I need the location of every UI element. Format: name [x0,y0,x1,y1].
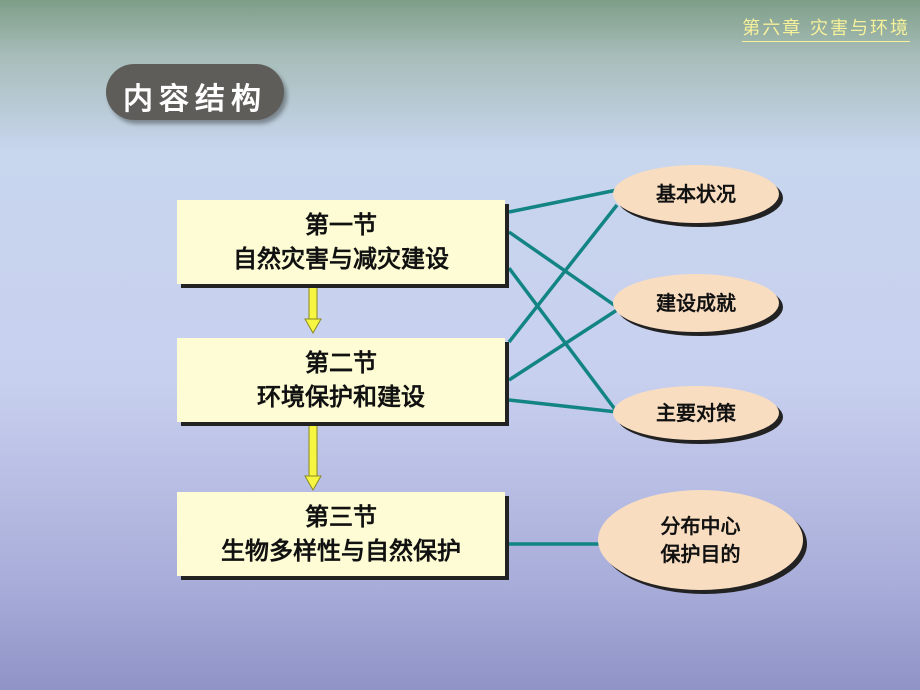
section-3-box: 第三节 生物多样性与自然保护 [177,492,505,576]
topic-distribution-label: 分布中心 [660,514,741,538]
section-2-number: 第二节 [305,349,377,377]
section-3-number: 第三节 [305,503,377,531]
flow-arrow-2 [304,419,322,492]
topic-basic-status: 基本状况 [613,165,779,223]
section-1-number: 第一节 [305,211,377,239]
section-2-box: 第二节 环境保护和建设 [177,338,505,422]
topic-achievements: 建设成就 [613,274,779,332]
content-title-badge: 内容结构 [106,64,284,120]
flow-arrow-1 [304,284,322,335]
connector-s2-measures [508,398,618,414]
connector-s1-measures [507,266,619,414]
section-3-title: 生物多样性与自然保护 [221,537,461,565]
topic-distribution-protection: 分布中心 保护目的 [598,490,803,590]
section-1-box: 第一节 自然灾害与减灾建设 [177,200,505,284]
connector-s1-achieve [508,230,618,309]
topic-measures: 主要对策 [613,386,779,440]
section-2-title: 环境保护和建设 [257,383,425,411]
topic-protection-goal-label: 保护目的 [660,542,741,566]
topic-basic-status-label: 基本状况 [656,182,736,206]
topic-measures-label: 主要对策 [656,401,736,425]
connector-s2-achieve [508,308,618,382]
section-1-title: 自然灾害与减灾建设 [233,245,449,273]
content-title: 内容结构 [123,82,267,117]
chapter-title: 第六章 灾害与环境 [742,14,910,42]
topic-achievements-label: 建设成就 [656,291,736,315]
connector-s2-basic [507,203,619,344]
connector-s1-basic [508,188,618,214]
